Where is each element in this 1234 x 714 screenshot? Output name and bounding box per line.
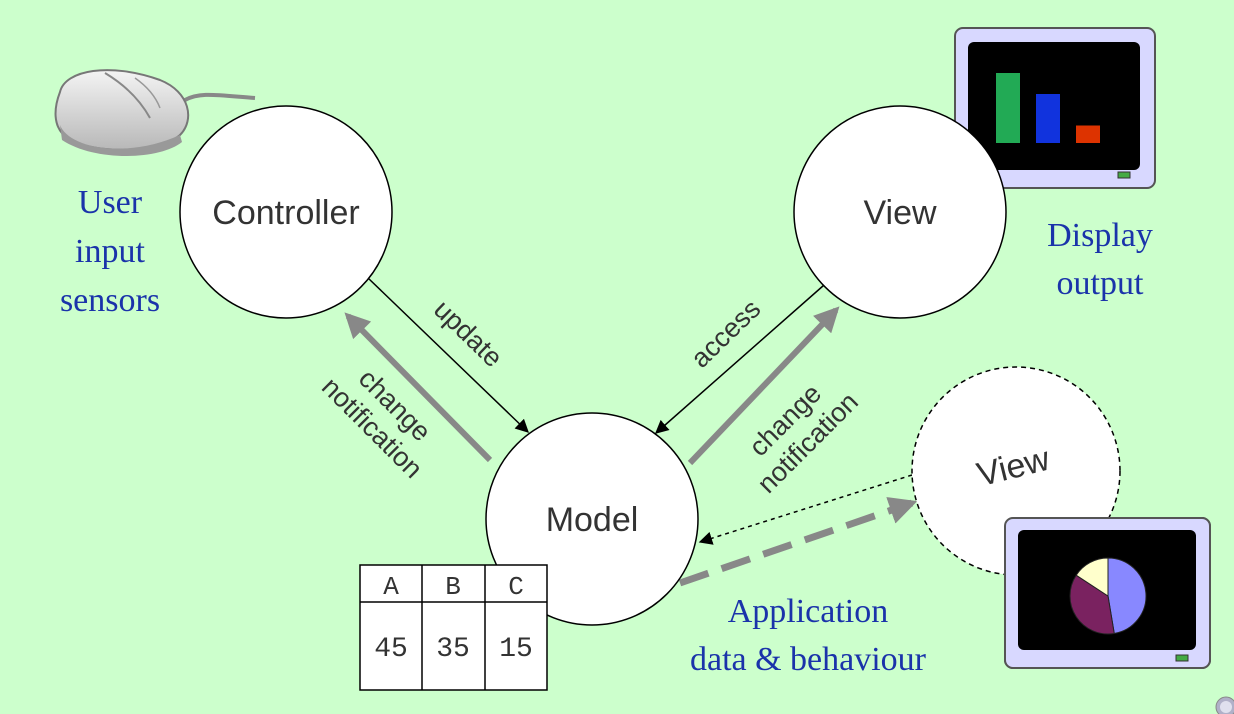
- monitor-bar-2: [1076, 125, 1100, 143]
- change-notification-arrow-left: [344, 312, 493, 463]
- view-node: [793, 105, 1007, 319]
- monitor-bar-0: [996, 73, 1020, 143]
- table-value-a: 45: [374, 634, 408, 665]
- pie-chart-slices-overlay: [1069, 557, 1147, 635]
- change-notification-right-label: change notification: [743, 378, 864, 499]
- change-notification-arrow-right: [687, 306, 840, 466]
- display-output-line-2: output: [1057, 265, 1144, 302]
- application-dashed-arrow: [678, 497, 918, 587]
- controller-node: [179, 105, 393, 319]
- display-output-caption: Display output: [1047, 217, 1153, 302]
- table-header-c: C: [508, 572, 524, 602]
- bar-chart-bars: [996, 73, 1100, 143]
- monitor-pie-overlay-slice-2: [1075, 557, 1109, 597]
- user-input-caption: User input sensors: [60, 184, 160, 319]
- user-input-line-1: User: [78, 184, 143, 221]
- display-output-line-1: Display: [1047, 217, 1153, 254]
- application-line-1: Application: [728, 593, 889, 630]
- user-input-line-3: sensors: [60, 282, 160, 319]
- monitor-pie-overlay-slice-1: [1069, 574, 1115, 635]
- application-caption: Application data & behaviour: [690, 593, 927, 678]
- view-to-model-dashed-arrow: [698, 474, 913, 545]
- mouse-icon: [54, 69, 256, 156]
- controller-label: Controller: [212, 194, 359, 232]
- model-label: Model: [546, 501, 639, 539]
- monitor-pie-overlay-slice-0: [1107, 557, 1147, 635]
- table-header-b: B: [445, 572, 461, 602]
- view-label: View: [863, 194, 937, 232]
- table-value-c: 15: [499, 634, 533, 665]
- monitor-bar-1: [1036, 94, 1060, 143]
- user-input-line-2: input: [75, 233, 145, 270]
- change-notification-left-label: change notification: [316, 363, 437, 484]
- access-label: access: [685, 294, 766, 374]
- table-header-a: A: [383, 572, 399, 602]
- update-arrow: [367, 277, 529, 433]
- monitor-bar-chart-icon: [954, 27, 1156, 189]
- monitor-pie-chart-overlay: [1004, 517, 1211, 669]
- access-arrow: [654, 277, 833, 434]
- model-data-table: A B C 45 35 15: [359, 564, 548, 691]
- application-line-2: data & behaviour: [690, 641, 927, 678]
- corner-logo-icon: [1215, 696, 1234, 714]
- update-label: update: [428, 294, 508, 373]
- table-value-b: 35: [436, 634, 470, 665]
